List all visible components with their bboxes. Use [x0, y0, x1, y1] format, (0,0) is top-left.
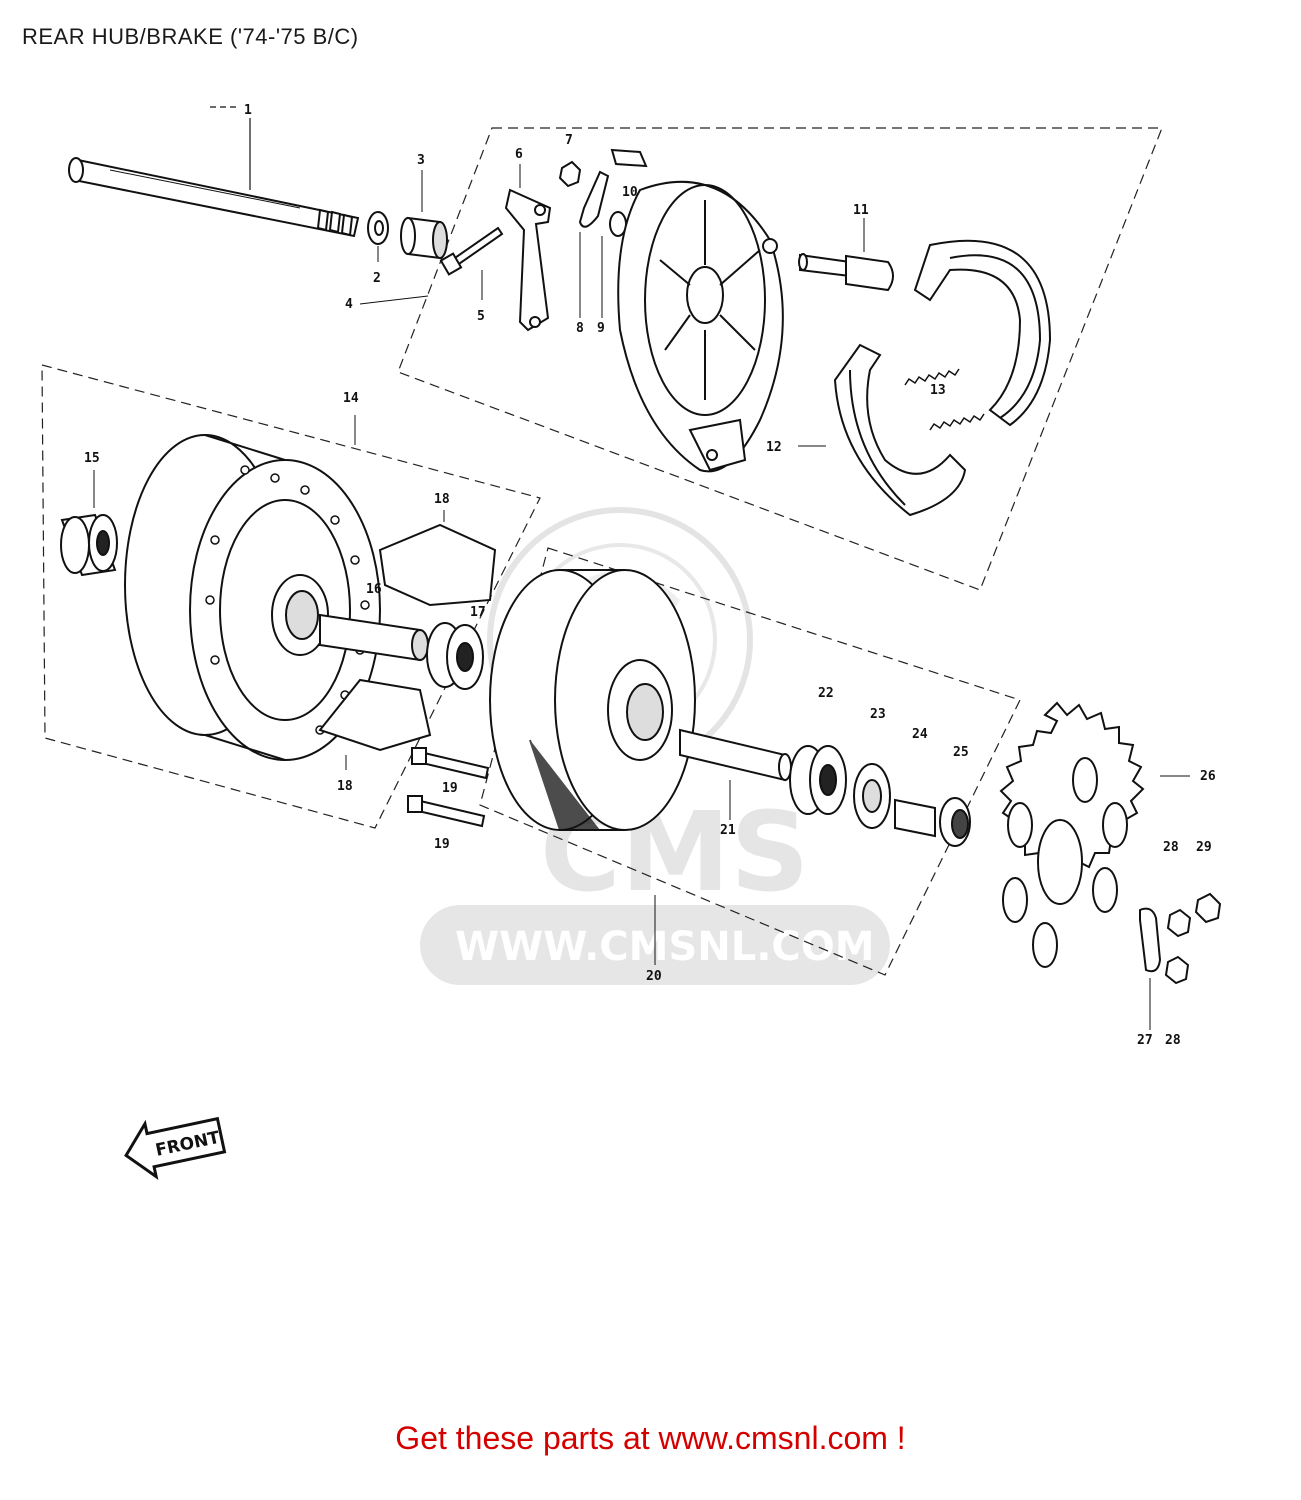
callout-28b: 28 — [1165, 1033, 1181, 1048]
brake-panel — [359, 180, 784, 473]
callout-27: 27 — [1137, 1033, 1153, 1048]
springs-part-13 — [904, 368, 985, 431]
sprocket-hub-part-20 — [489, 569, 696, 965]
bolt-part-5 — [439, 226, 504, 300]
indicator-part-8 — [578, 170, 610, 228]
nut-part-29 — [1194, 892, 1222, 924]
callout-19a: 19 — [442, 781, 458, 796]
sprocket-part-26 — [999, 701, 1190, 968]
nut-part-25 — [939, 797, 971, 847]
callout-12: 12 — [766, 440, 782, 455]
bearing-part-22 — [789, 745, 847, 815]
cms-watermark: CMS WWW.CMSNL.COM — [420, 507, 890, 985]
callout-4: 4 — [345, 297, 353, 312]
callout-21: 21 — [720, 823, 736, 838]
axle-part-1 — [68, 106, 360, 238]
callout-7: 7 — [565, 133, 573, 148]
callout-26: 26 — [1200, 769, 1216, 784]
nut-part-28a — [1166, 908, 1192, 938]
callout-3: 3 — [417, 153, 425, 168]
brake-panel-group-box — [397, 127, 1163, 591]
callout-18a: 18 — [434, 492, 450, 507]
front-direction-arrow: FRONT — [124, 1116, 227, 1181]
page-title: REAR HUB/BRAKE ('74-'75 B/C) — [22, 24, 359, 49]
callout-13: 13 — [930, 383, 946, 398]
callout-24: 24 — [912, 727, 928, 742]
nut-part-7 — [558, 160, 582, 188]
spacer-part-21 — [679, 728, 792, 820]
bearing-part-17 — [426, 622, 484, 690]
bolts-part-19 — [407, 747, 490, 828]
dampers-part-18 — [318, 510, 497, 770]
callout-2: 2 — [373, 271, 381, 286]
collar-part-3 — [400, 170, 448, 260]
oil-seal-part-23 — [853, 763, 891, 829]
callout-19b: 19 — [434, 837, 450, 852]
cam-shaft-part-11 — [798, 218, 894, 292]
callout-17: 17 — [470, 605, 486, 620]
callout-1: 1 — [244, 103, 252, 118]
callout-14: 14 — [343, 391, 359, 406]
wheel-hub-part-14 — [124, 415, 381, 761]
callout-6: 6 — [515, 147, 523, 162]
watermark-url: WWW.CMSNL.COM — [455, 924, 875, 970]
seal-part-10 — [610, 148, 648, 168]
callout-16: 16 — [366, 582, 382, 597]
callout-18b: 18 — [337, 779, 353, 794]
brake-shoes-part-12 — [798, 239, 1052, 517]
lock-plate-part-27 — [1139, 907, 1162, 973]
washer-part-2 — [367, 211, 389, 262]
hub-group-box — [41, 364, 541, 829]
callout-labels: 1 2 3 4 5 6 7 8 9 10 11 12 13 14 15 16 1… — [84, 103, 1216, 1048]
callout-8: 8 — [576, 321, 584, 336]
bearing-part-15 — [60, 470, 118, 577]
callout-20: 20 — [646, 969, 662, 984]
exploded-parts-diagram: CMS WWW.CMSNL.COM — [41, 103, 1222, 1181]
callout-15: 15 — [84, 451, 100, 466]
callout-25: 25 — [953, 745, 969, 760]
footer-parts-link[interactable]: Get these parts at www.cmsnl.com ! — [395, 1420, 906, 1456]
callout-23: 23 — [870, 707, 886, 722]
nut-part-28b — [1164, 955, 1190, 985]
callout-10: 10 — [622, 185, 638, 200]
callout-9: 9 — [597, 321, 605, 336]
callout-22: 22 — [818, 686, 834, 701]
callout-28a: 28 — [1163, 840, 1179, 855]
callout-5: 5 — [477, 309, 485, 324]
callout-29: 29 — [1196, 840, 1212, 855]
callout-11: 11 — [853, 203, 869, 218]
cam-lever-part-6 — [504, 164, 552, 332]
collar-part-24 — [894, 798, 936, 838]
